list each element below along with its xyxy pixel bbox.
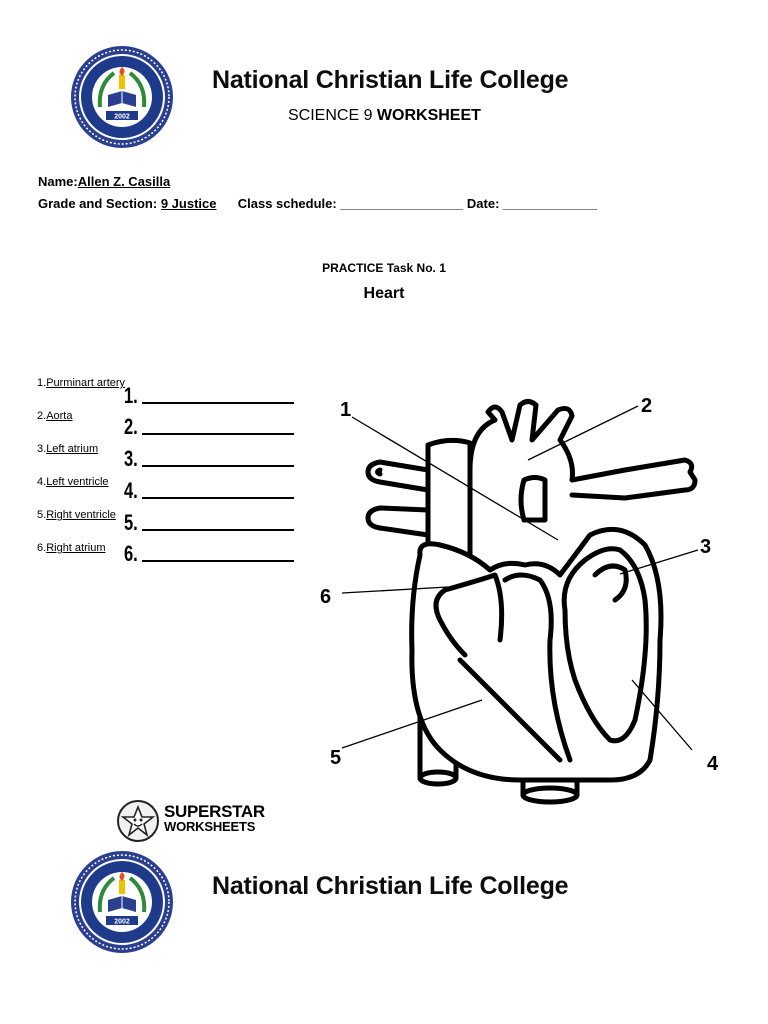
blank-number-3: 3. (124, 446, 138, 471)
answer-4: 4.Left ventricle (37, 476, 109, 488)
vena-cava-shape (425, 437, 473, 563)
answer-1: 1.Purminart artery (37, 377, 125, 389)
blank-number-2: 2. (124, 414, 138, 439)
task-topic: Heart (363, 285, 405, 302)
diagram-label-1: 1 (340, 399, 351, 421)
blank-number-5: 5. (124, 510, 138, 535)
answer-5: 5.Right ventricle (37, 509, 116, 521)
diagram-label-3: 3 (700, 536, 711, 558)
date-label: Date: (466, 196, 500, 211)
blank-number-6: 6. (124, 541, 138, 566)
answer-number: 4. (37, 476, 47, 488)
answer-number: 6. (37, 542, 47, 554)
blank-line-1 (142, 402, 294, 404)
name-row: Name:Allen Z. Casilla (38, 174, 170, 189)
superstar-brand: SUPERSTAR WORKSHEETS (164, 803, 265, 833)
answer-6: 6.Right atrium (37, 542, 105, 554)
answer-text: Right atrium (46, 542, 106, 554)
answer-text: Left ventricle (46, 476, 109, 488)
seal-year: 2002 (114, 114, 130, 121)
name-value: Allen Z. Casilla (77, 174, 171, 189)
worksheet-subtitle: SCIENCE 9 WORKSHEET (288, 107, 481, 125)
blank-number-1: 1. (124, 383, 138, 408)
brand-line-1: SUPERSTAR (164, 802, 265, 821)
answer-number: 2. (37, 410, 47, 422)
answer-text: Purminart artery (46, 377, 126, 389)
blank-line-4 (142, 497, 294, 499)
blank-number-4: 4. (124, 478, 138, 503)
task-title: PRACTICE Task No. 1 (322, 261, 446, 275)
blank-line-2 (142, 433, 294, 435)
diagram-label-6: 6 (320, 586, 331, 608)
answer-number: 5. (37, 509, 47, 521)
schedule-label: Class schedule: (237, 196, 337, 211)
college-seal: 2002 (71, 46, 173, 148)
answer-text: Left atrium (46, 443, 99, 455)
name-label: Name: (38, 174, 78, 189)
blank-line-3 (142, 465, 294, 467)
answer-2: 2.Aorta (37, 410, 72, 422)
college-seal-footer: 2002 (71, 851, 173, 953)
superstar-logo-icon (117, 800, 159, 842)
seal-year: 2002 (114, 919, 130, 926)
answer-number: 3. (37, 443, 47, 455)
date-blank: _____________ (503, 196, 598, 211)
schedule-blank: _________________ (340, 196, 464, 211)
answer-number: 1. (37, 377, 47, 389)
heart-diagram: 1 2 3 4 5 6 (320, 395, 719, 805)
worksheet-label: WORKSHEET (376, 107, 481, 124)
grade-value: 9 Justice (160, 196, 217, 211)
brand-line-2: WORKSHEETS (164, 819, 256, 834)
aorta-shape (467, 399, 698, 501)
diagram-label-4: 4 (707, 753, 719, 775)
diagram-label-2: 2 (641, 395, 652, 417)
answer-text: Right ventricle (46, 509, 116, 521)
answer-text: Aorta (46, 410, 73, 422)
blank-line-6 (142, 560, 294, 562)
footer-college-name: National Christian Life College (212, 872, 569, 900)
college-name: National Christian Life College (212, 66, 569, 94)
heart-body-shape (409, 526, 664, 783)
blank-line-5 (142, 529, 294, 531)
diagram-label-5: 5 (330, 747, 341, 769)
answer-3: 3.Left atrium (37, 443, 98, 455)
subject-label: SCIENCE 9 (288, 107, 373, 124)
grade-label: Grade and Section: (38, 196, 158, 211)
grade-row: Grade and Section: 9 Justice Class sched… (38, 196, 597, 211)
